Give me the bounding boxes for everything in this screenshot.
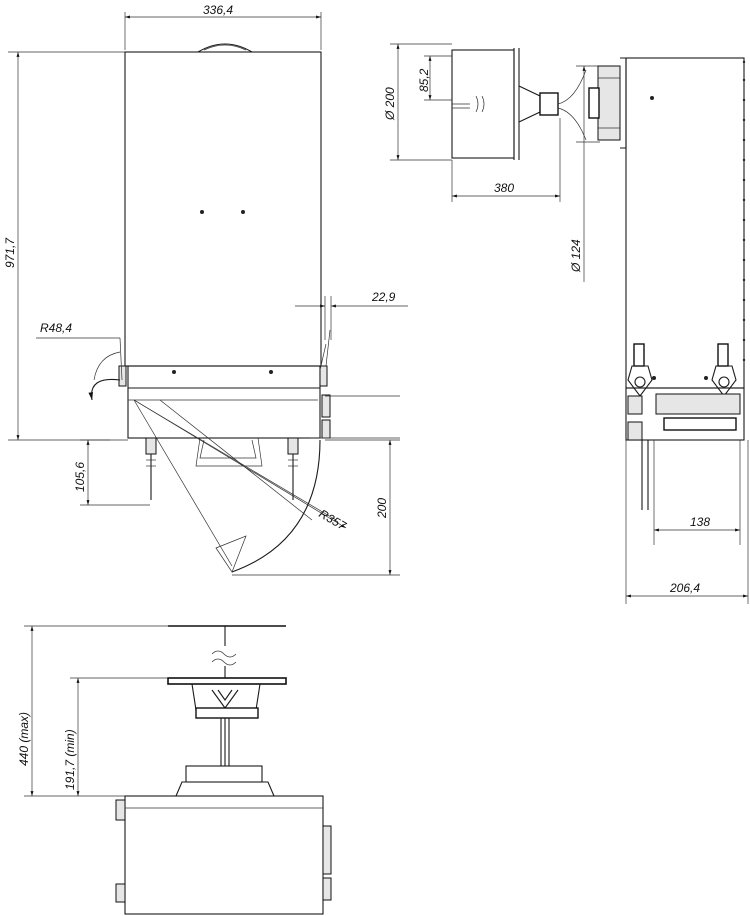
- dim-side-depth: 206,4: [669, 581, 700, 595]
- cabinet-body: [124, 51, 322, 367]
- unit-top: [124, 795, 324, 915]
- side-base: [625, 387, 745, 441]
- dim-side-pipe-diameter: Ø 124: [569, 239, 583, 273]
- mounting-plate: [167, 677, 287, 685]
- dim-duct-length: 380: [494, 181, 514, 195]
- dim-swing-depth: 200: [375, 498, 389, 519]
- side-view: [588, 57, 746, 545]
- base-box: [127, 365, 321, 439]
- duct-detail: [451, 48, 587, 160]
- dim-main-height: 971,7: [3, 237, 17, 268]
- ceiling-dimensions: 440 (max) 191,7 (min): [17, 625, 168, 797]
- adapter-collar: [185, 765, 263, 783]
- ceiling-view: [115, 625, 332, 915]
- front-view: [88, 43, 400, 573]
- side-body: [625, 57, 745, 389]
- dim-swing-radius: R357: [317, 506, 350, 533]
- dim-ceiling-height: 440 (max): [17, 712, 31, 766]
- top-grille: [197, 43, 253, 53]
- dim-adapter-height: 191,7 (min): [63, 729, 77, 790]
- dim-main-width: 336,4: [203, 3, 233, 17]
- front-foot-left: [145, 437, 157, 500]
- swing-arc: [231, 439, 321, 573]
- dim-side-bracket-width: 138: [690, 515, 710, 529]
- dim-foot-height: 105,6: [73, 462, 87, 492]
- dim-duct-offset: 85,2: [417, 68, 431, 92]
- duct-dimensions: Ø 200 85,2 380 Ø 124: [383, 43, 600, 282]
- dim-duct-diameter: Ø 200: [383, 87, 397, 121]
- front-foot-right: [287, 437, 299, 500]
- side-dimensions: 138 206,4: [625, 440, 749, 604]
- side-connector: [597, 65, 621, 141]
- dim-side-offset: 22,9: [371, 290, 396, 304]
- front-dimensions: 336,4 971,7 R48,4 22,9 105,6 200 R357: [3, 3, 408, 576]
- side-ventilation-dots: [742, 60, 746, 362]
- dim-corner-radius: R48,4: [40, 321, 72, 335]
